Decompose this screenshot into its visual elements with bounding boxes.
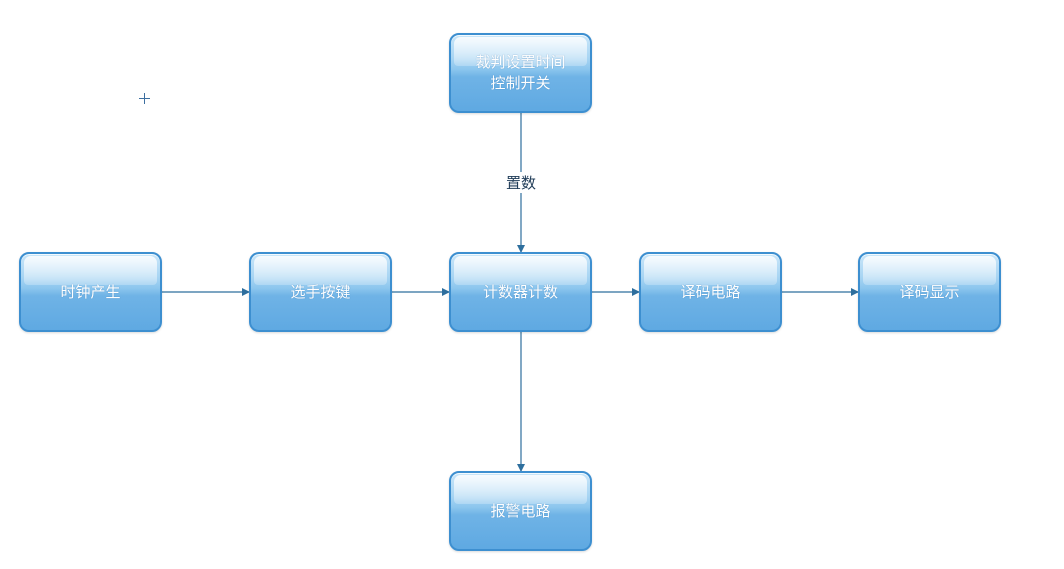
node-counter-text: 计数器计数 [482, 282, 558, 301]
node-decode-display[interactable]: 译码显示 [858, 252, 1001, 332]
node-counter[interactable]: 计数器计数 [449, 252, 592, 332]
node-clock-text: 时钟产生 [60, 282, 121, 301]
node-alarm-circuit[interactable]: 报警电路 [449, 471, 592, 551]
node-display-text: 译码显示 [899, 282, 960, 301]
node-clock-generation[interactable]: 时钟产生 [19, 252, 162, 332]
node-clock-label: 时钟产生 [21, 254, 160, 330]
node-decode-text: 译码电路 [680, 282, 741, 301]
node-alarm-text: 报警电路 [490, 501, 551, 520]
edge-label-preset: 置数 [494, 172, 548, 193]
node-judge-label: 裁判设置时间 控制开关 [451, 35, 590, 111]
node-judge-line-2: 控制开关 [490, 74, 551, 92]
crosshair-icon [139, 93, 150, 104]
node-alarm-label: 报警电路 [451, 473, 590, 549]
node-judge-line-1: 裁判设置时间 [475, 53, 566, 71]
node-display-label: 译码显示 [860, 254, 999, 330]
node-judge-time-switch[interactable]: 裁判设置时间 控制开关 [449, 33, 592, 113]
node-decode-label: 译码电路 [641, 254, 780, 330]
node-decode-circuit[interactable]: 译码电路 [639, 252, 782, 332]
node-counter-label: 计数器计数 [451, 254, 590, 330]
node-player-buttons[interactable]: 选手按键 [249, 252, 392, 332]
node-select-label: 选手按键 [251, 254, 390, 330]
node-select-text: 选手按键 [290, 282, 351, 301]
